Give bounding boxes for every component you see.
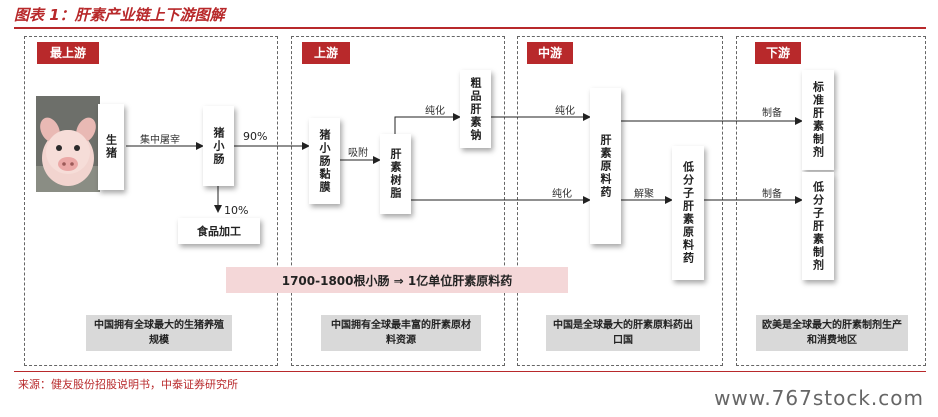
note-most-upstream: 中国拥有全球最大的生猪养殖规模 [86,315,232,351]
note-downstream: 欧美是全球最大的肝素制剂生产和消费地区 [756,315,908,351]
label-90-percent: 90% [243,130,268,143]
box-food-processing: 食品加工 [178,218,260,244]
section-most-upstream [24,36,278,366]
label-slaughter: 集中屠宰 [140,135,180,146]
box-crude-sodium: 粗品肝素钠 [460,70,491,148]
yield-banner: 1700-1800根小肠 ⇒ 1亿单位肝素原料药 [226,267,568,293]
label-purify-api-top: 纯化 [555,106,575,117]
source-note: 来源：健友股份招股说明书，中泰证券研究所 [18,378,238,391]
section-upstream [291,36,505,366]
label-10-percent: 10% [224,204,249,217]
box-live-pig: 生猪 [98,104,124,190]
section-label-most-upstream: 最上游 [37,42,99,64]
source-divider [14,371,926,372]
label-prepare-std: 制备 [762,108,782,119]
piglet-image [36,96,100,192]
box-mucosa: 猪小肠黏膜 [309,118,340,204]
section-label-downstream: 下游 [755,42,801,64]
title-divider [14,27,926,29]
label-depolymerize: 解聚 [634,189,654,200]
box-lmwh-api: 低分子肝素原料药 [672,146,704,280]
label-prepare-lmwh: 制备 [762,189,782,200]
section-label-upstream: 上游 [302,42,350,64]
section-midstream [517,36,723,366]
box-std-preparation: 标准肝素制剂 [802,70,834,170]
section-label-midstream: 中游 [527,42,573,64]
watermark: www.767stock.com [714,386,924,410]
label-purify-crude: 纯化 [425,106,445,117]
note-upstream: 中国拥有全球最丰富的肝素原材料资源 [321,315,481,351]
note-midstream: 中国是全球最大的肝素原料药出口国 [546,315,700,351]
arrow-resin-to-crude [394,113,461,134]
label-adsorb: 吸附 [348,148,368,159]
figure-title: 图表 1：肝素产业链上下游图解 [14,6,225,24]
box-resin: 肝素树脂 [380,134,411,214]
section-downstream [736,36,926,366]
label-purify-api-bottom: 纯化 [552,189,572,200]
box-heparin-api: 肝素原料药 [590,88,621,244]
box-lmwh-preparation: 低分子肝素制剂 [802,172,834,280]
box-pig-intestine: 猪小肠 [203,106,234,186]
